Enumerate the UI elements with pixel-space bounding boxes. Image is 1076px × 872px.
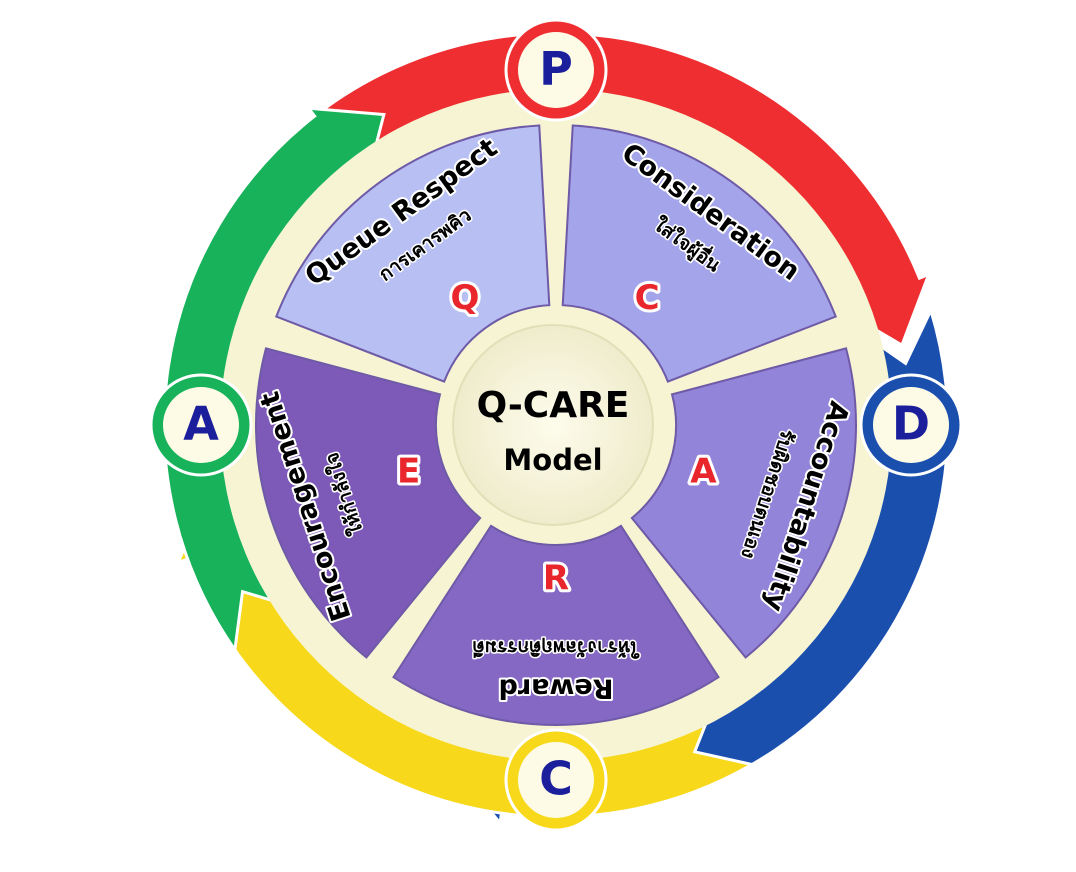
badge-d: D xyxy=(859,373,963,477)
badge-p: P xyxy=(504,18,608,122)
segment-q-letter: Q xyxy=(450,278,479,318)
segment-r: Reward ให้รางวัลพฤติกรรมดี R xyxy=(392,524,720,726)
segment-c-shape xyxy=(561,124,837,383)
badge-d-letter: D xyxy=(892,397,930,451)
badge-c-letter: C xyxy=(539,752,573,806)
segment-e-shape xyxy=(255,347,482,659)
cycle-arrows xyxy=(162,31,950,827)
badge-p-letter: P xyxy=(539,42,573,96)
center-subtitle: Model xyxy=(503,443,602,477)
pdca-badges: P D C A xyxy=(149,18,963,832)
segment-a-letter: A xyxy=(690,451,717,491)
segment-r-subtitle: ให้รางวัลพฤติกรรมดี xyxy=(472,637,639,660)
segment-c-letter: C xyxy=(635,278,660,318)
badge-a: A xyxy=(149,373,253,477)
badge-a-letter: A xyxy=(183,397,219,451)
segment-e-letter: E xyxy=(397,451,420,491)
center-title: Q-CARE xyxy=(477,385,630,426)
center-hub: Q-CARE Model xyxy=(452,324,654,526)
segment-r-title: Reward xyxy=(499,673,614,704)
segment-q-shape xyxy=(275,124,551,383)
segment-r-shape xyxy=(392,524,720,726)
segment-r-letter: R xyxy=(543,559,569,599)
badge-c: C xyxy=(504,728,608,832)
segment-a-shape xyxy=(630,347,857,659)
